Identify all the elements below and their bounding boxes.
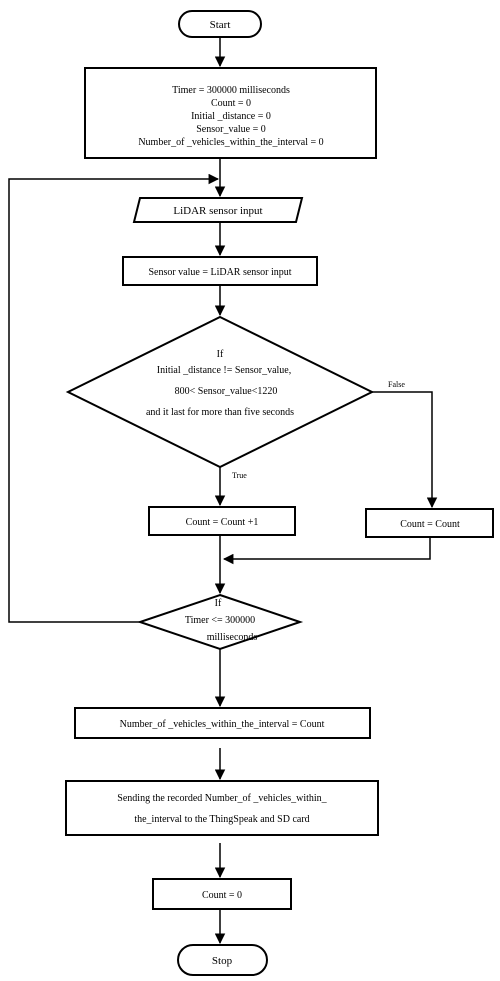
reset-count-label: Count = 0 <box>202 890 242 901</box>
count-unchanged-box: Count = Count <box>365 508 494 538</box>
init-line-vehicles: Number_of _vehicles_within_the_interval … <box>138 137 323 148</box>
init-line-sensor: Sensor_value = 0 <box>196 124 266 135</box>
connector-unchanged-merge <box>222 537 431 565</box>
send-data-box: Sending the recorded Number_of _vehicles… <box>65 780 379 836</box>
reset-count-box: Count = 0 <box>152 878 292 910</box>
start-label: Start <box>210 19 231 31</box>
assign-vehicles-box: Number_of _vehicles_within_the_interval … <box>74 707 371 739</box>
init-line-count: Count = 0 <box>211 98 251 109</box>
connector-false-branch <box>372 391 438 509</box>
true-branch-label: True <box>232 471 247 480</box>
assign-sensor-box: Sensor value = LiDAR sensor input <box>122 256 318 286</box>
count-increment-label: Count = Count +1 <box>186 517 259 528</box>
init-line-distance: Initial _distance = 0 <box>191 111 271 122</box>
lidar-input-label: LiDAR sensor input <box>173 205 262 217</box>
timer-decision-unit: milliseconds <box>207 632 258 643</box>
distance-decision-diamond: If Initial _distance != Sensor_value, 80… <box>65 315 375 469</box>
distance-decision-if: If <box>217 349 224 360</box>
send-data-line-2: the_interval to the ThingSpeak and SD ca… <box>134 814 309 825</box>
connector-loop-back <box>8 173 220 623</box>
false-branch-label: False <box>388 380 405 389</box>
timer-decision-diamond: If Timer <= 300000 milliseconds <box>136 593 304 651</box>
lidar-input-parallelogram: LiDAR sensor input <box>132 197 304 223</box>
distance-decision-condition-2: 800< Sensor_value<1220 <box>175 386 278 397</box>
assign-sensor-label: Sensor value = LiDAR sensor input <box>148 267 291 278</box>
timer-decision-if: If <box>215 598 222 609</box>
assign-vehicles-label: Number_of _vehicles_within_the_interval … <box>120 719 325 730</box>
stop-label: Stop <box>212 955 233 967</box>
distance-decision-condition-3: and it last for more than five seconds <box>146 407 294 418</box>
count-unchanged-label: Count = Count <box>400 519 460 530</box>
start-terminal: Start <box>178 10 262 38</box>
send-data-line-1: Sending the recorded Number_of _vehicles… <box>117 793 327 804</box>
timer-decision-condition: Timer <= 300000 <box>185 615 255 626</box>
init-box: Timer = 300000 milliseconds Count = 0 In… <box>84 67 377 159</box>
stop-terminal: Stop <box>177 944 268 976</box>
count-increment-box: Count = Count +1 <box>148 506 296 536</box>
distance-decision-condition-1: Initial _distance != Sensor_value, <box>157 365 292 376</box>
init-line-timer: Timer = 300000 milliseconds <box>172 85 290 96</box>
